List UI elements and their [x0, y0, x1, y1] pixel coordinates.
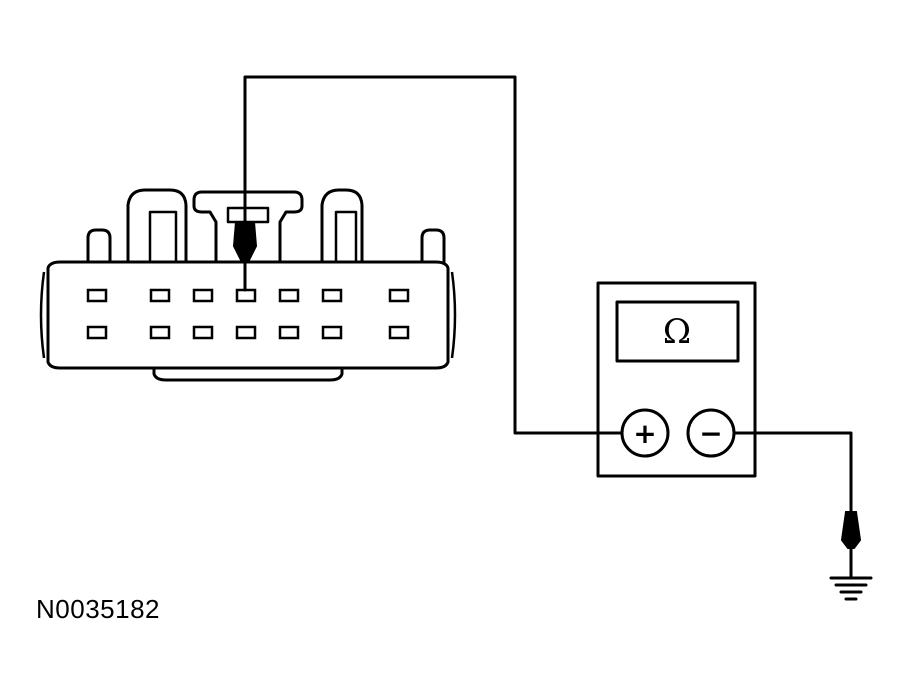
ground-probe [840, 511, 862, 549]
pin [86, 288, 108, 303]
negative-terminal-label: − [699, 417, 722, 450]
pin [149, 325, 171, 340]
pin [235, 288, 257, 303]
pin [321, 288, 343, 303]
figure-id: N0035182 [36, 594, 160, 624]
positive-terminal [620, 408, 670, 458]
probe-wire-positive [243, 75, 624, 435]
pin [149, 288, 171, 303]
connector [39, 188, 457, 382]
pin [192, 288, 214, 303]
pin [278, 325, 300, 340]
pin [192, 325, 214, 340]
pin [388, 325, 410, 340]
pin [321, 325, 343, 340]
ohmmeter: Ω + − [596, 281, 757, 478]
ohm-symbol: Ω [663, 312, 691, 352]
pin [278, 288, 300, 303]
positive-terminal-label: + [633, 417, 656, 450]
ground-symbol-icon [829, 546, 873, 601]
connector-pins [86, 288, 410, 340]
pin [388, 288, 410, 303]
pin [86, 325, 108, 340]
meter-display [615, 300, 740, 363]
probe-wire-negative [732, 431, 853, 514]
pin [235, 325, 257, 340]
meter-body [596, 281, 757, 478]
